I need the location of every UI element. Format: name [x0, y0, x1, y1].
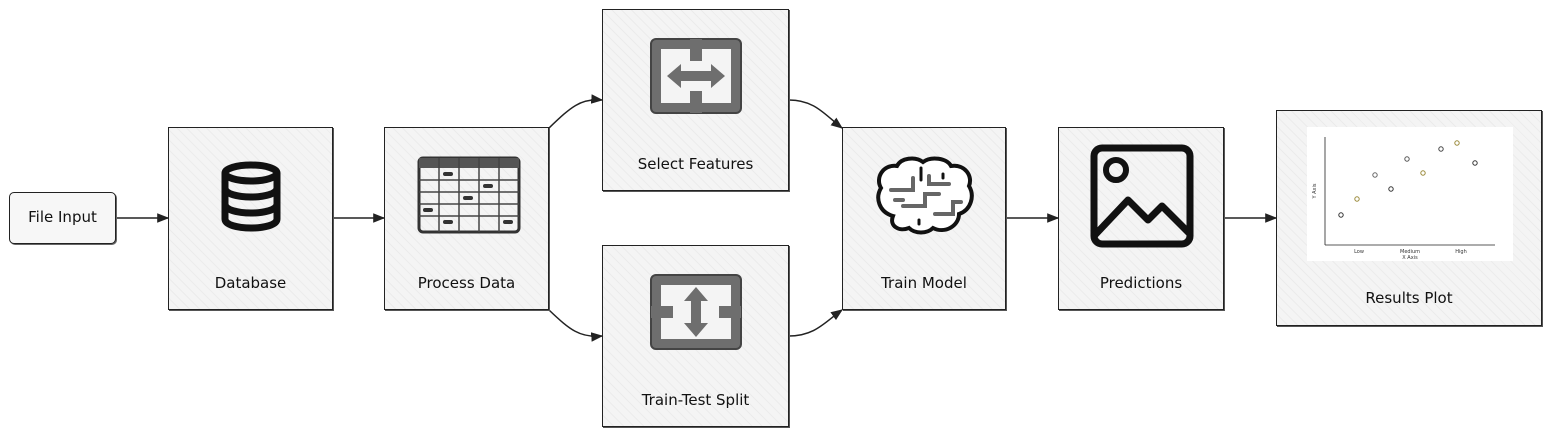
x-tick-low: Low — [1354, 249, 1364, 255]
scatter-point — [1372, 172, 1378, 178]
scatter-point — [1338, 212, 1344, 218]
horizontal-arrows-icon — [650, 38, 742, 114]
train-test-split-label: Train-Test Split — [641, 391, 750, 409]
database-icon — [221, 161, 281, 232]
x-tick-high: High — [1455, 249, 1467, 255]
predictions-label: Predictions — [1099, 274, 1183, 292]
table-grid-icon — [417, 156, 521, 234]
scatter-point — [1404, 156, 1410, 162]
scatter-point — [1472, 160, 1478, 166]
scatter-point — [1420, 170, 1426, 176]
y-axis-label: Y Axis — [1312, 183, 1318, 199]
process-data-label: Process Data — [417, 274, 516, 292]
scatter-point — [1454, 140, 1460, 146]
scatter-point — [1354, 196, 1360, 202]
scatter-plot-chart: Low Medium High X Axis Y Axis — [1312, 137, 1495, 261]
image-icon — [1090, 144, 1194, 248]
train-model-label: Train Model — [881, 274, 967, 292]
scatter-plot-thumbnail: Low Medium High X Axis Y Axis — [1307, 127, 1513, 261]
select-features-node[interactable]: Select Features — [602, 9, 789, 191]
train-test-split-node[interactable]: Train-Test Split — [602, 245, 789, 427]
x-tick-medium: Medium — [1400, 249, 1420, 255]
brain-icon — [876, 156, 974, 235]
database-label: Database — [214, 274, 287, 292]
scatter-point — [1388, 186, 1394, 192]
arrow-select-to-train — [788, 99, 843, 129]
process-data-node[interactable]: Process Data — [384, 127, 549, 310]
file-input-node[interactable]: File Input — [9, 192, 116, 244]
arrow-process-to-select — [548, 94, 604, 129]
scatter-point — [1438, 146, 1444, 152]
database-node[interactable]: Database — [168, 127, 333, 310]
select-features-label: Select Features — [637, 155, 754, 173]
vertical-arrows-icon — [650, 274, 742, 350]
results-plot-node[interactable]: Low Medium High X Axis Y Axis Results Pl… — [1276, 110, 1542, 326]
results-plot-label: Results Plot — [1365, 289, 1453, 307]
arrow-process-to-split — [548, 309, 604, 342]
file-input-label: File Input — [28, 208, 97, 226]
arrow-split-to-train — [788, 309, 843, 337]
train-model-node[interactable]: Train Model — [842, 127, 1006, 310]
predictions-node[interactable]: Predictions — [1058, 127, 1224, 310]
x-axis-label: X Axis — [1402, 255, 1418, 261]
